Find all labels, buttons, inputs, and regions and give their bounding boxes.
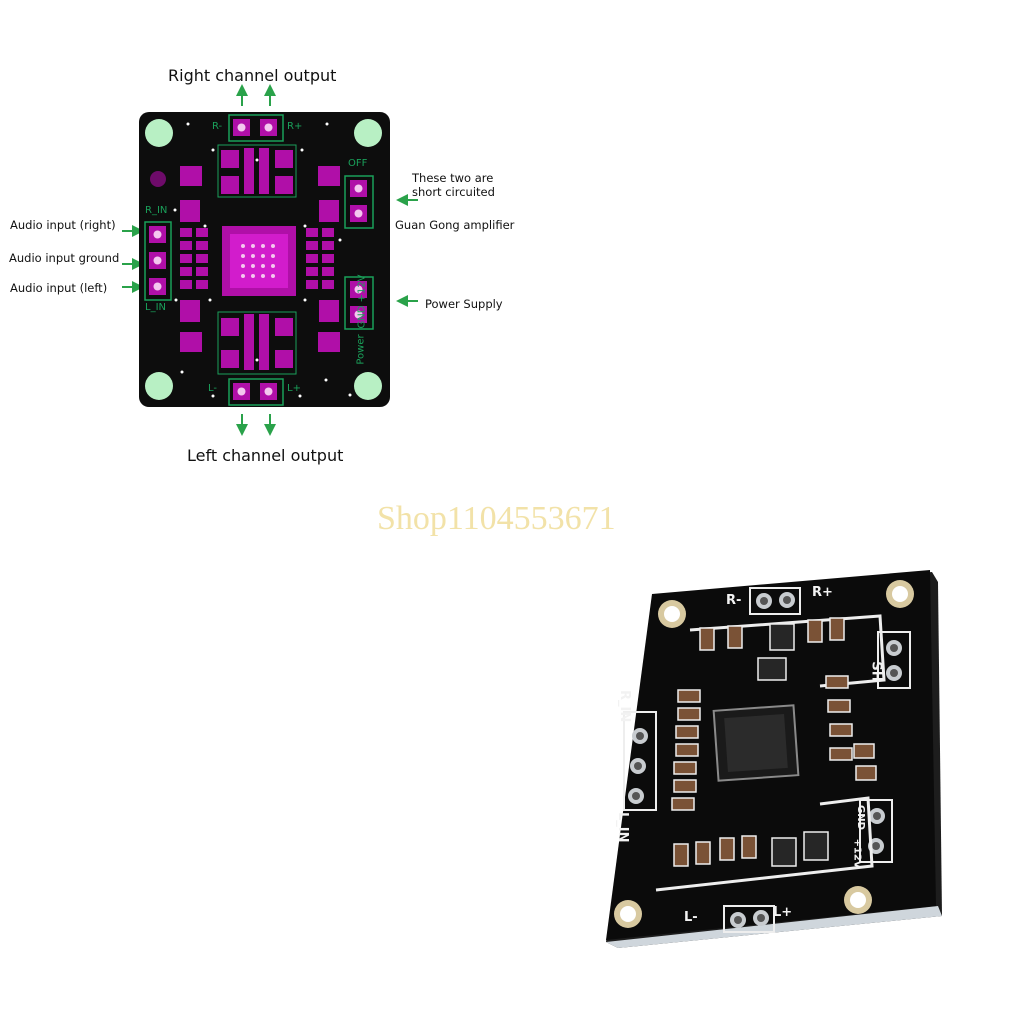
silk-r-minus: R- [212,121,223,132]
note-audio-input-ground: Audio input ground [9,251,120,265]
silk-r-plus: R+ [287,121,303,132]
title-right-channel-output: Right channel output [168,66,337,85]
mounting-hole [354,119,382,147]
note-guan-gong-amplifier: Guan Gong amplifier [395,218,515,232]
photo-silk-12v: +12V [851,838,863,869]
silk-r-in: R_IN [145,205,168,216]
note-short-circuited-1: These two are [412,171,494,185]
photo-silk-l-plus: L+ [773,905,793,920]
pcb-photo [606,570,942,948]
note-audio-input-right: Audio input (right) [10,218,116,232]
silk-gnd-12v: GND +12V [356,274,368,329]
silk-l-minus: L- [208,383,218,394]
note-audio-input-left: Audio input (left) [10,281,108,295]
photo-silk-r-minus: R- [726,593,742,608]
note-power-supply: Power Supply [425,297,503,311]
mounting-hole [354,372,382,400]
shop-watermark: Shop1104553671 [377,500,616,537]
ic-thermal-vias [241,244,275,278]
note-short-circuited-2: short circuited [412,185,495,199]
photo-silk-r-in: R_IN [617,690,632,723]
silk-l-in: L_IN [145,302,167,313]
photo-silk-l-minus: L- [684,910,698,925]
pcb-diagram [122,84,418,436]
mounting-hole [145,372,173,400]
photo-silk-l-in: L_IN [615,812,630,843]
title-left-channel-output: Left channel output [187,446,344,465]
silk-l-plus: L+ [287,383,301,394]
mounting-hole [145,119,173,147]
ic-chip-photo [712,704,800,782]
photo-silk-r-plus: R+ [812,585,833,600]
photo-silk-gnd: GND [854,805,866,830]
photo-silk-sh: SH [868,661,884,682]
silk-off: OFF [348,158,368,169]
silk-power: Power [355,334,367,365]
